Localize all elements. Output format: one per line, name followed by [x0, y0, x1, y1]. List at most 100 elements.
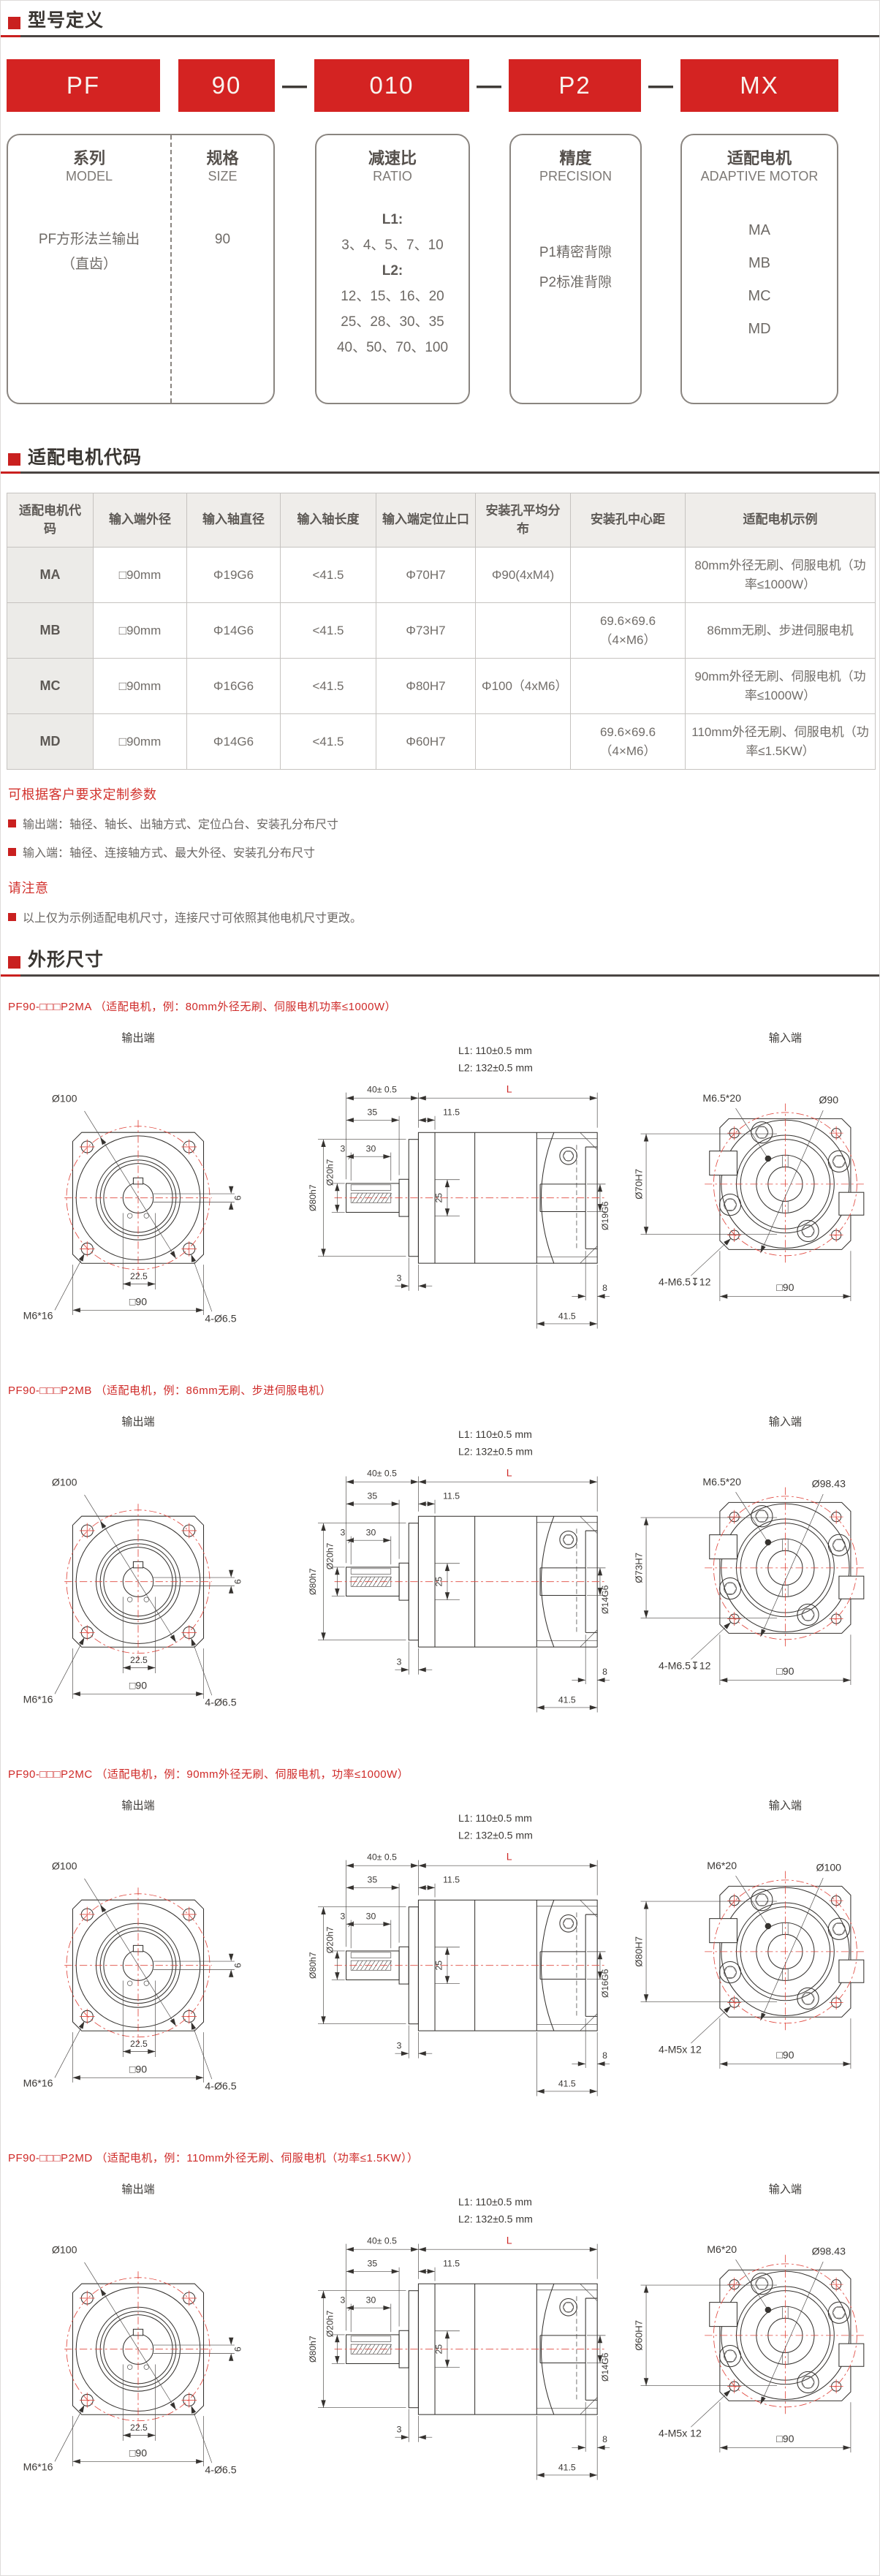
dimension-arrow: [417, 1667, 426, 1672]
dimension-arrow: [760, 2012, 766, 2020]
corner-screw-holes: [727, 1126, 843, 1242]
input-dimensions: M6*20 Ø100 Ø80H7 4-M5x 12 □9: [633, 1859, 851, 2069]
input-corner-label: 4-M5x 12: [659, 2427, 702, 2439]
dimension-arrow: [320, 2399, 326, 2408]
carrier-screws: [718, 2272, 851, 2393]
dimension-arrow: [597, 1567, 602, 1575]
code-separator: —: [648, 71, 673, 99]
dimension-arrow: [78, 1253, 85, 1262]
dimension-arrow: [427, 1501, 435, 1507]
dimension-arrow: [444, 1208, 450, 1216]
legend-size-value: 90: [214, 231, 231, 247]
drawing-block: PF90-□□□P2MB （适配电机，例：86mm无刷、步进伺服电机） 输出端: [1, 1382, 879, 1757]
dimension-arrow: [320, 1139, 326, 1147]
dimension-arrow: [643, 1517, 649, 1525]
dim-30: 30: [365, 1143, 376, 1153]
output-dimensions: Ø100 M6*16 4-Ø6.5 22.5 □90: [23, 1860, 243, 2091]
dimension-arrow: [597, 2355, 602, 2363]
pilot-dia-dim: Ø80h7: [308, 1952, 318, 1979]
dimension-arrow: [410, 1479, 418, 1484]
dimension-arrow: [843, 1677, 851, 1683]
dimension-arrow: [643, 1133, 649, 1141]
dim-35: 35: [367, 1490, 377, 1501]
motor-code-cell: MD: [7, 713, 94, 770]
dimension-arrow: [643, 2284, 649, 2292]
drawing-views: 输出端: [1, 2167, 879, 2525]
dimension-arrow: [196, 1691, 204, 1697]
table-cell: <41.5: [280, 547, 376, 603]
corner-screw-holes: [727, 1893, 843, 2009]
dimension-arrow: [724, 1238, 731, 1246]
mount-holes-label: 4-Ø6.5: [205, 2080, 236, 2091]
legend-size: 规格 SIZE 90: [170, 135, 273, 403]
key-width-dim: 6: [232, 2346, 243, 2352]
section-title: 外形尺寸: [28, 950, 105, 970]
legend-title-cn: 系列: [72, 148, 105, 167]
dimension-arrow: [417, 2246, 426, 2251]
dimension-arrow: [719, 1293, 728, 1299]
bolt-circle-label: Ø100: [52, 1476, 77, 1488]
dimension-arrow: [643, 1610, 649, 1618]
code-separator: —: [477, 71, 501, 99]
dimension-arrow: [346, 1117, 354, 1123]
output-view-title: 输出端: [121, 1415, 154, 1428]
legend-series-content: PF方形法兰输出（直齿）: [8, 227, 170, 277]
corner-screw-label: M6*16: [23, 1309, 53, 1321]
note-item: 输出端：轴径、轴长、出轴方式、定位凸台、安装孔分布尺寸: [8, 814, 879, 832]
side-body-drawing: [334, 1132, 605, 1264]
dimension-arrow: [334, 1950, 340, 1958]
side-dimensions: 40± 0.5 L 35 11.5: [308, 1466, 610, 1713]
series-line: PF方形法兰输出: [38, 231, 140, 247]
dimension-arrow: [444, 1975, 450, 1984]
mount-holes-label: 4-Ø6.5: [205, 2463, 236, 2475]
dim-25: 25: [433, 1192, 444, 1202]
dim-3-top: 3: [340, 2295, 345, 2305]
dim-25: 25: [433, 1960, 444, 1970]
note-item: 以上仅为示例适配电机尺寸，连接尺寸可依照其他电机尺寸更改。: [8, 908, 879, 925]
legend-title-en: ADAPTIVE MOTOR: [700, 169, 819, 183]
dimension-arrow: [444, 2330, 450, 2338]
input-end-view: 输入端: [633, 1415, 867, 1685]
dim-41-5: 41.5: [558, 1694, 575, 1705]
dimension-arrow: [596, 2444, 605, 2450]
output-dimensions: Ø100 M6*16 4-Ø6.5 22.5 □90: [23, 1476, 243, 1708]
dimension-arrow: [589, 1321, 597, 1326]
table-cell: Φ100（4xM6）: [475, 658, 571, 714]
dim-3-top: 3: [340, 1911, 345, 1921]
dimension-arrow: [401, 2050, 409, 2056]
legend-title-en: MODEL: [65, 169, 113, 183]
dimension-arrow: [724, 1621, 731, 1629]
motor-code: MA: [748, 221, 770, 238]
table-cell: <41.5: [280, 602, 376, 659]
dimension-arrow: [643, 1226, 649, 1235]
dimension-arrow: [346, 1095, 354, 1100]
column-header: 输入端外径: [93, 493, 187, 548]
input-circle-label: Ø90: [819, 1094, 838, 1105]
side-section-view: L1: 110±0.5 mm L2: 132±0.5 mm: [308, 2195, 610, 2480]
dim-8: 8: [602, 2433, 607, 2444]
dimension-arrow: [643, 1993, 649, 2002]
dimension-arrow: [346, 1479, 354, 1484]
note-text: 输出端：轴径、轴长、出轴方式、定位凸台、安装孔分布尺寸: [23, 819, 339, 831]
length-l1-label: L1: 110±0.5 mm: [458, 2195, 532, 2207]
dimension-arrow: [382, 1537, 391, 1542]
dimension-arrow: [401, 1283, 409, 1288]
dimension-arrow: [229, 2337, 234, 2345]
dimension-arrow: [589, 1095, 597, 1100]
dimension-arrow: [401, 1667, 409, 1672]
dimension-arrow: [589, 1479, 597, 1484]
input-circle-label: Ø100: [816, 1861, 841, 1873]
bolt-circle-label: Ø100: [52, 1092, 77, 1104]
dimension-arrow: [320, 1248, 326, 1257]
input-pilot-dim: Ø60H7: [633, 2319, 644, 2350]
input-bore-dim: Ø16G6: [600, 1969, 610, 1998]
pilot-dia-dim: Ø80h7: [308, 1568, 318, 1595]
dimension-arrow: [123, 2432, 131, 2438]
red-square-icon: [8, 16, 20, 29]
column-header: 适配电机示例: [685, 493, 876, 548]
dimension-arrow: [72, 1307, 80, 1313]
carrier-screws: [718, 1504, 851, 1626]
dimension-arrow: [391, 1117, 399, 1123]
section-motor-code: 适配电机代码 适配电机代码输入端外径输入轴直径输入轴长度输入端定位止口安装孔平均…: [1, 447, 879, 926]
